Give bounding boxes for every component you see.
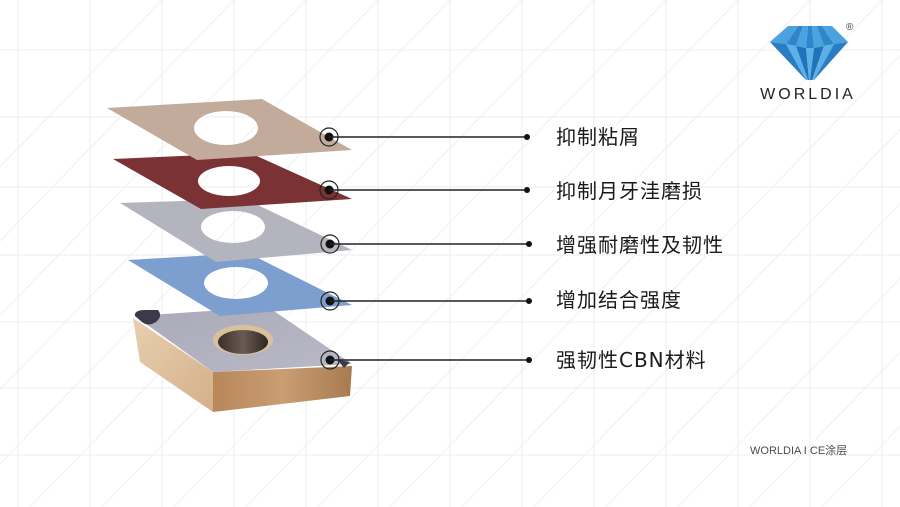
label-wear-resistance-toughness: 增强耐磨性及韧性 [556,233,724,257]
red-coating-layer [113,153,352,209]
callout-marker-3 [320,234,532,254]
label-crater-wear-suppression: 抑制月牙洼磨损 [556,179,703,203]
cbn-substrate-insert [133,307,352,412]
callout-marker-1 [319,127,530,147]
callout-marker-5 [320,350,532,370]
brand-name: WORLDIA [760,86,856,103]
callout-markers [319,127,532,370]
diamond-logo-icon [770,26,848,80]
label-bond-strength: 增加结合强度 [556,288,682,312]
footer-caption: WORLDIA I CE涂层 [750,445,848,457]
worldia-logo: ® WORLDIA [746,20,870,106]
label-anti-adhesion: 抑制粘屑 [556,125,640,149]
blue-coating-layer [128,253,352,316]
grey-coating-layer [120,199,352,262]
tan-coating-layer [107,99,352,160]
registered-mark: ® [846,22,854,33]
callout-marker-4 [320,291,532,311]
callout-marker-2 [319,180,530,200]
label-cbn-material: 强韧性CBN材料 [556,348,707,372]
